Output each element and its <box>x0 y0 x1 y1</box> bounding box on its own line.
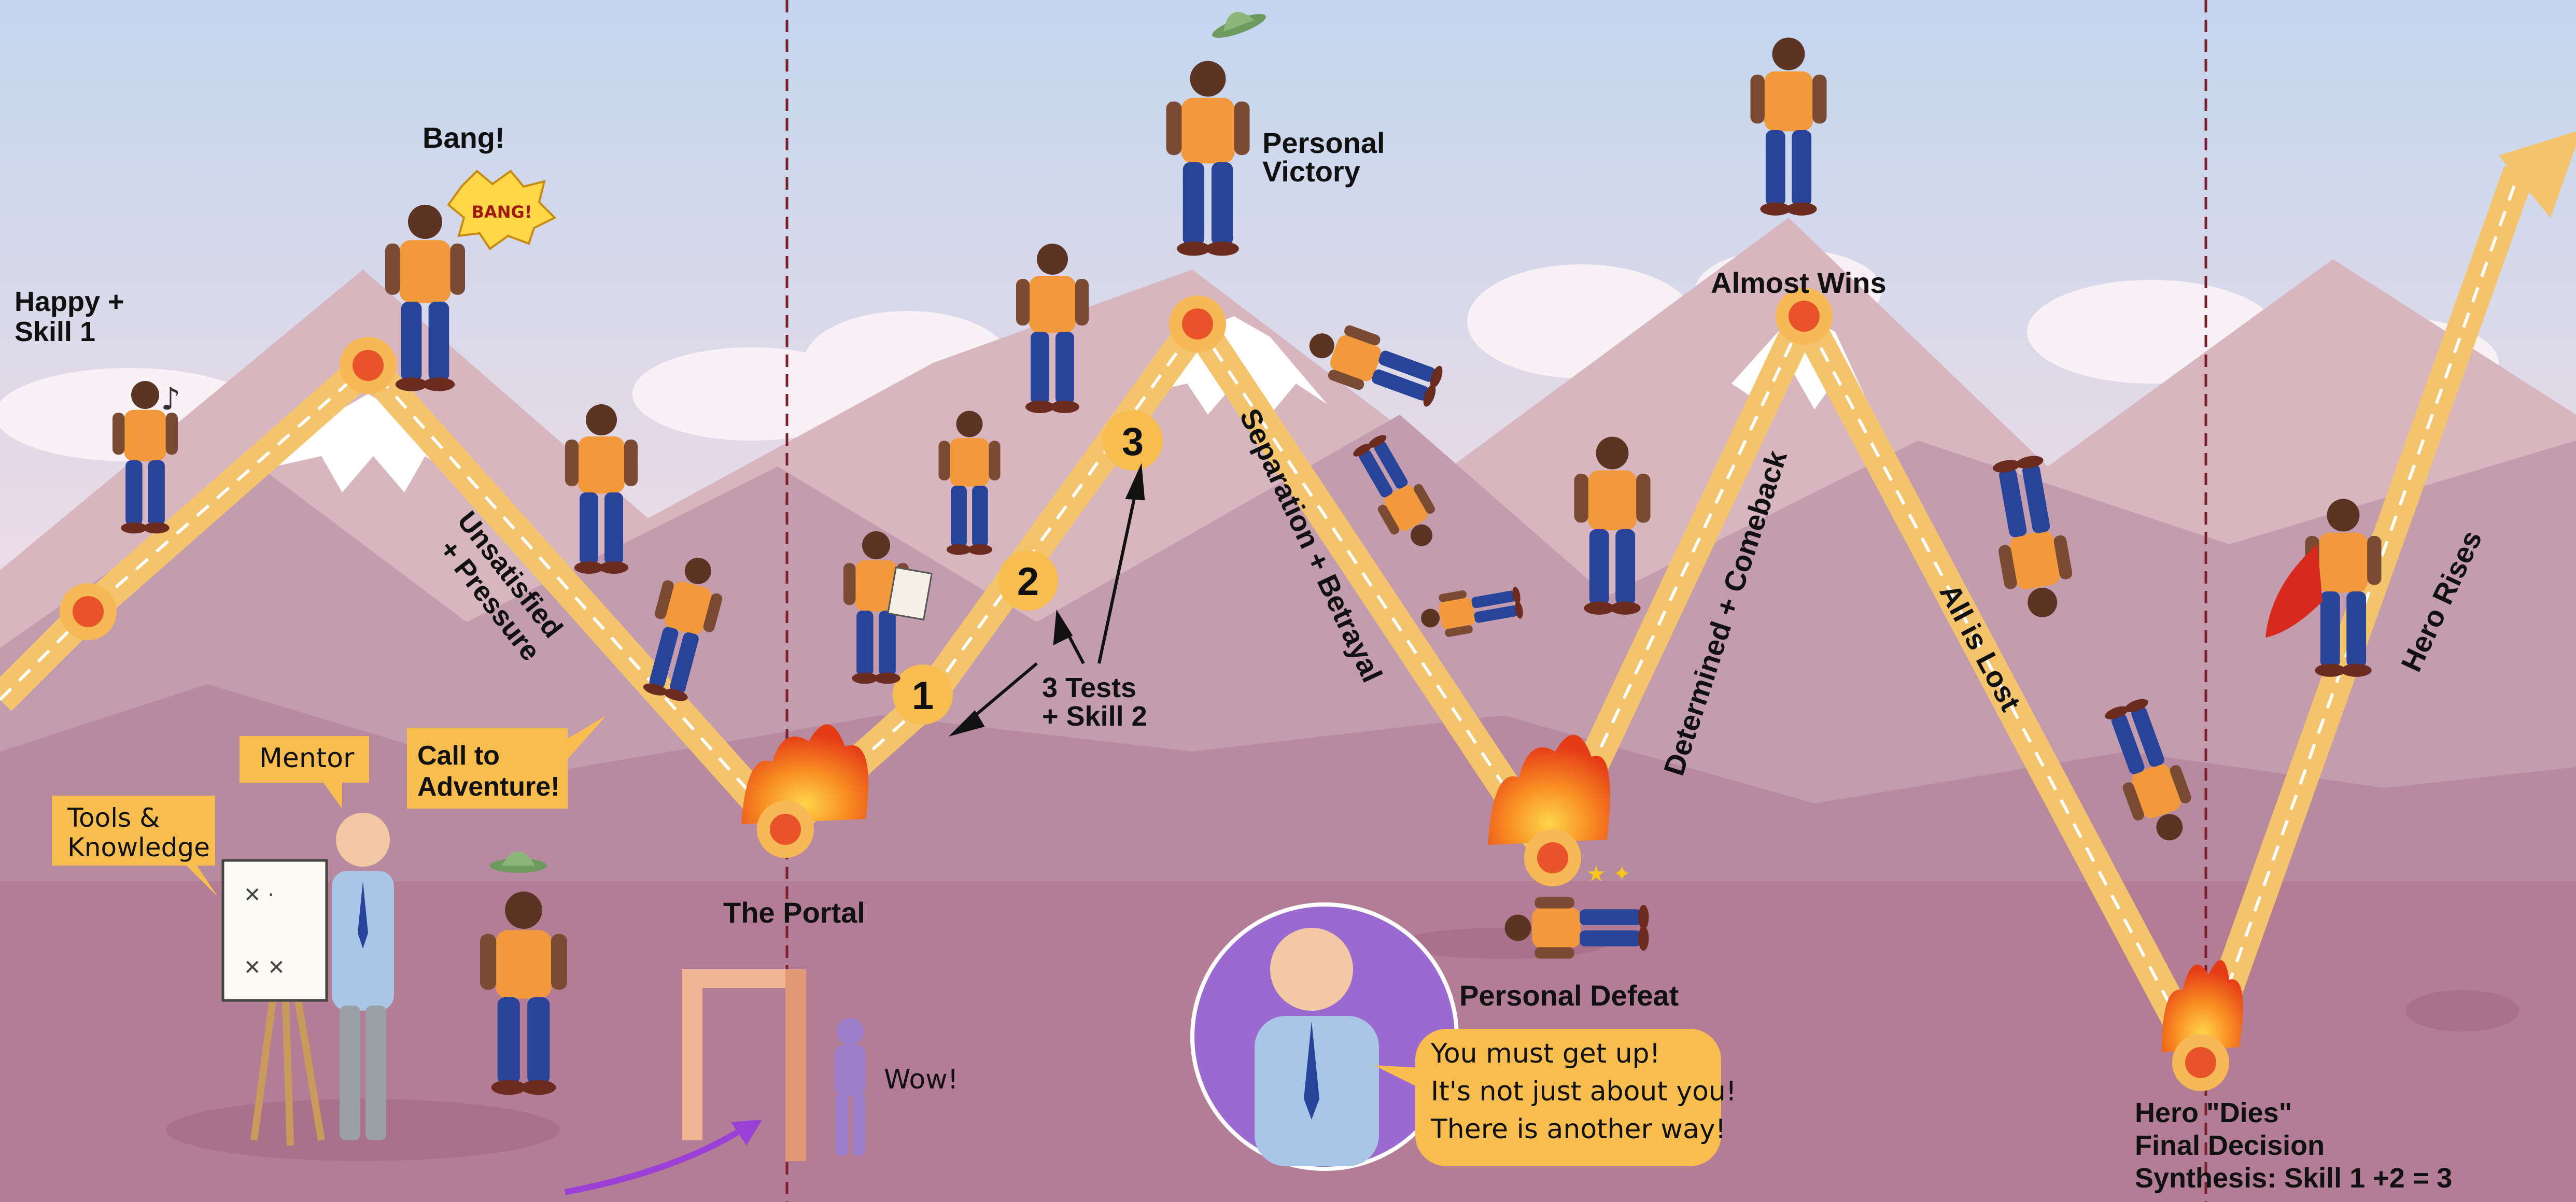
node-defeat <box>1524 829 1581 886</box>
test-number: 3 <box>1122 420 1144 464</box>
label-personal-victory: Victory <box>1262 155 1360 188</box>
tools-callout: Tools & Knowledge <box>52 796 218 897</box>
node-victory <box>1169 295 1226 352</box>
call-to-adventure-callout: Call to Adventure! <box>407 715 607 809</box>
path-arrowhead <box>2499 131 2576 218</box>
tests-arrows <box>948 463 1145 737</box>
wow-figure <box>835 1018 866 1156</box>
label-hero-dies: Hero "Dies" <box>2135 1097 2292 1128</box>
label-almost-wins: Almost Wins <box>1711 266 1887 299</box>
label-hero-dies: Final Decision <box>2135 1130 2325 1161</box>
bang-bubble-text: BANG! <box>472 202 532 222</box>
label-tests: 3 Tests <box>1042 672 1136 703</box>
svg-text:✕ ·: ✕ · <box>244 883 274 907</box>
dizzy-stars-icon: ★ ✦ <box>1586 861 1631 886</box>
label-personal-victory: Personal <box>1262 126 1385 159</box>
mentor-speech-bubble: You must get up! It's not just about you… <box>1374 1029 1737 1166</box>
fire-icon <box>2162 960 2243 1052</box>
node-portal <box>757 801 814 858</box>
bang-bubble: BANG! <box>447 169 557 250</box>
call-label-line: Call to <box>417 741 500 771</box>
node-happy <box>60 583 117 640</box>
journey-path <box>0 131 2576 1079</box>
test-badge-1: 1 <box>893 664 953 725</box>
mentor-label: Mentor <box>259 743 355 774</box>
node-hero-dies <box>2172 1034 2229 1091</box>
music-note-icon: ♪ <box>161 381 180 417</box>
svg-text:✕ ✕: ✕ ✕ <box>244 956 285 980</box>
purple-arrow <box>564 1120 762 1195</box>
test-badge-3: 3 <box>1103 411 1163 471</box>
cape-icon <box>2265 544 2322 638</box>
mentor-callout: Mentor <box>240 736 369 809</box>
test-number: 2 <box>1017 560 1039 604</box>
label-wow: Wow! <box>884 1064 959 1095</box>
svg-text:★ ✦: ★ ✦ <box>1586 861 1631 886</box>
node-almost-wins <box>1776 288 1833 345</box>
label-hero-dies: Synthesis: Skill 1 +2 = 3 <box>2135 1163 2452 1194</box>
svg-text:♪: ♪ <box>161 381 180 417</box>
tools-label-line: Knowledge <box>67 832 210 862</box>
test-number: 1 <box>912 674 934 718</box>
call-label-line: Adventure! <box>417 772 559 802</box>
portal-doorway <box>682 969 806 1161</box>
fire-icon <box>741 724 868 824</box>
label-happy: Happy + <box>15 286 124 317</box>
mentor-portrait <box>1190 902 1459 1171</box>
test-badge-2: 2 <box>998 550 1058 611</box>
label-personal-defeat: Personal Defeat <box>1459 979 1679 1012</box>
map-icon <box>886 566 933 621</box>
label-the-portal: The Portal <box>723 896 865 929</box>
speech-line: It's not just about you! <box>1431 1076 1737 1107</box>
label-tests: + Skill 2 <box>1042 701 1147 732</box>
label-bang: Bang! <box>423 121 505 154</box>
speech-line: There is another way! <box>1430 1114 1726 1145</box>
mentor-figure <box>332 813 394 1140</box>
easel: ✕ · ✕ ✕ <box>221 859 328 1146</box>
node-bang <box>340 337 397 394</box>
label-happy: Skill 1 <box>15 316 95 347</box>
fire-icon <box>1488 734 1610 845</box>
tools-label-line: Tools & <box>67 803 160 833</box>
path-nodes <box>60 288 2229 1091</box>
speech-line: You must get up! <box>1430 1038 1660 1069</box>
